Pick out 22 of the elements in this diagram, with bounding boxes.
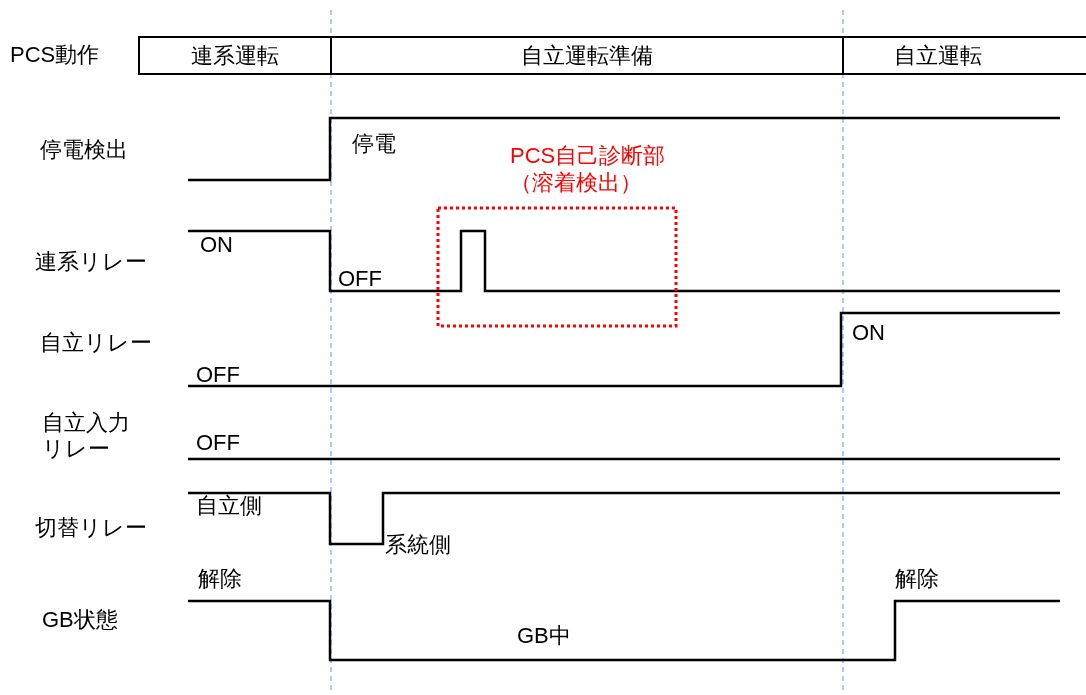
- state-label: ON: [852, 320, 885, 346]
- phase-box: 自立運転準備: [330, 36, 844, 75]
- row-label: 自立入力リレー: [42, 410, 131, 462]
- phase-box: 自立運転: [842, 36, 1086, 75]
- row-label: PCS動作: [10, 42, 100, 68]
- state-label: OFF: [196, 430, 240, 456]
- state-label: 系統側: [385, 532, 451, 558]
- phase-box: 連系運転: [138, 36, 332, 75]
- state-label: ON: [200, 232, 233, 258]
- row-label: 連系リレー: [35, 249, 147, 275]
- state-label: 解除: [895, 566, 939, 592]
- state-label: 停電: [352, 131, 396, 157]
- state-label: 自立側: [196, 493, 262, 519]
- row-label: GB状態: [42, 607, 118, 633]
- state-label: OFF: [196, 362, 240, 388]
- row-label: 切替リレー: [35, 515, 147, 541]
- state-label: GB中: [517, 623, 571, 649]
- state-label: 解除: [198, 566, 242, 592]
- row-label: 自立リレー: [40, 330, 152, 356]
- row-label: 停電検出: [40, 137, 128, 163]
- state-label: OFF: [338, 266, 382, 292]
- callout-text: PCS自己診断部（溶着検出）: [510, 142, 667, 196]
